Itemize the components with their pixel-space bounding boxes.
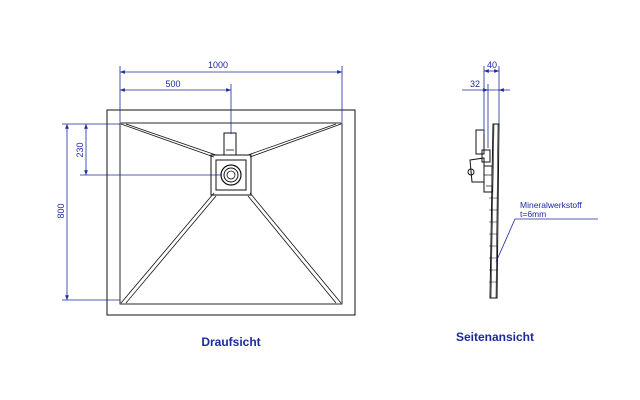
- dimension-width-label: 1000: [208, 60, 228, 70]
- dimension-drain-x-label: 500: [165, 79, 180, 89]
- profile-hatching: [489, 197, 497, 283]
- slope-lines: [120, 123, 342, 304]
- tray-profile: [489, 123, 500, 299]
- dimension-thickness-40: 40: [483, 60, 500, 134]
- dimension-drain-y-label: 230: [75, 142, 85, 157]
- dimension-depth-label: 800: [56, 203, 66, 218]
- side-drain-body: [467, 129, 493, 193]
- tray-outer-outline: [106, 109, 356, 316]
- side-view: 40 32 Mineralwerkstoff t=6mm Seitenansic…: [456, 60, 598, 344]
- material-note: Mineralwerkstoff t=6mm: [495, 200, 598, 263]
- material-note-line2: t=6mm: [520, 209, 546, 219]
- dimension-depth-800: 800: [56, 123, 120, 301]
- dimension-thickness-total-label: 40: [487, 60, 497, 70]
- dimension-width-1000: 1000: [119, 60, 343, 122]
- dimension-thickness-32: 32: [462, 79, 510, 148]
- material-note-line1: Mineralwerkstoff: [520, 200, 582, 210]
- drain-assembly: [210, 132, 252, 196]
- dimension-drain-offset-500: 500: [120, 79, 232, 134]
- top-view-caption: Draufsicht: [201, 335, 260, 349]
- side-view-caption: Seitenansicht: [456, 330, 534, 344]
- drain-outlet-core: [226, 170, 236, 180]
- dimension-drain-offset-230: 230: [75, 124, 222, 176]
- drain-outlet-ring: [223, 167, 239, 183]
- drain-pipe: [223, 132, 237, 156]
- dimension-thickness-inner-label: 32: [470, 79, 480, 89]
- top-view: 1000 500 800 230 Draufsicht: [56, 60, 356, 349]
